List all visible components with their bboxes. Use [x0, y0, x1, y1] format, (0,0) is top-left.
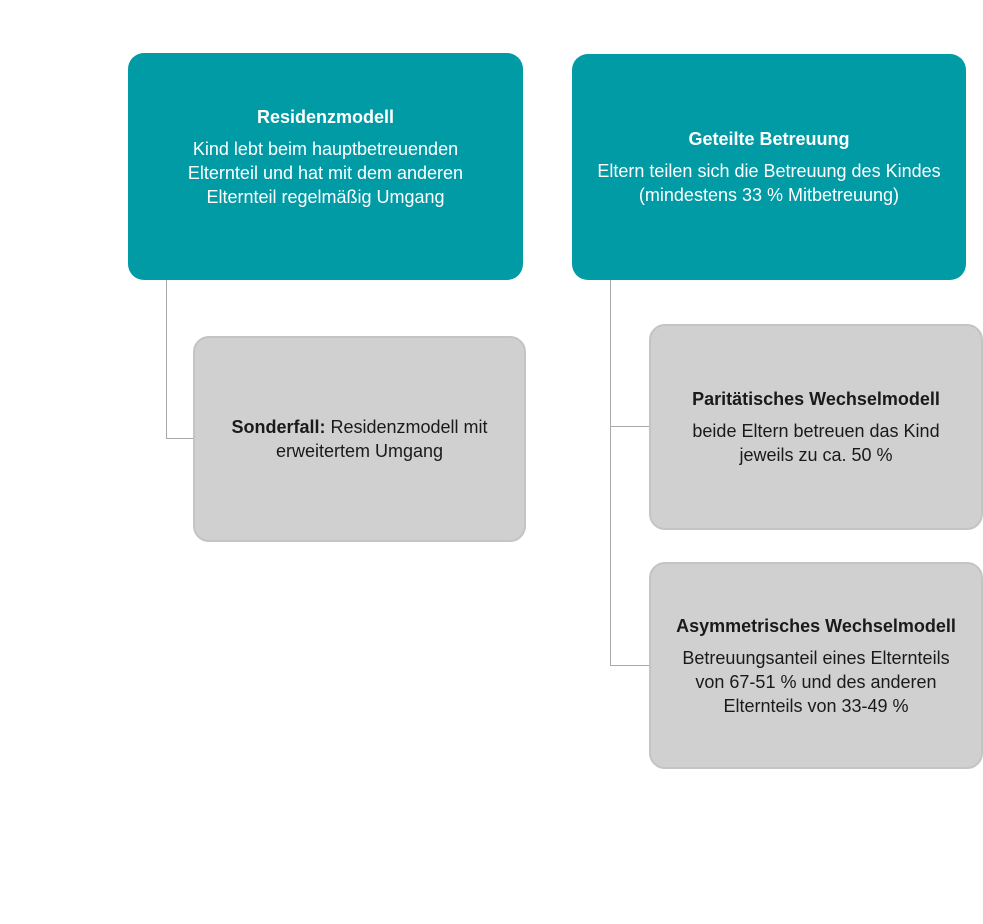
asymmetrisch-line: von 67-51 % und des anderen — [695, 671, 937, 692]
geteilte-betreuung-box: Geteilte Betreuung Eltern teilen sich di… — [572, 54, 966, 280]
connector-residenz-vertical — [166, 280, 167, 439]
geteilte-betreuung-title: Geteilte Betreuung — [688, 129, 850, 149]
geteilte-betreuung-description: Eltern teilen sich die Betreuung des Kin… — [597, 159, 940, 207]
residenzmodell-description: Kind lebt beim hauptbetreuenden Elternte… — [188, 137, 463, 209]
sonderfall-box: Sonderfall: Residenzmodell mit erweitert… — [193, 336, 526, 542]
sonderfall-label: Sonderfall: — [231, 417, 326, 437]
sonderfall-text: Residenzmodell mit — [325, 417, 488, 437]
sonderfall-line: erweitertem Umgang — [275, 441, 444, 461]
paritaetisch-box: Paritätisches Wechselmodell beide Eltern… — [649, 324, 983, 530]
paritaetisch-line: beide Eltern betreuen das Kind — [692, 421, 940, 441]
geteilte-betreuung-line: (mindestens 33 % Mitbetreuung) — [638, 185, 900, 205]
paritaetisch-title: Paritätisches Wechselmodell — [692, 389, 940, 409]
connector-asymmetrisch-horizontal — [610, 665, 650, 666]
residenzmodell-line: Elternteil und hat mit dem anderen — [187, 162, 464, 183]
paritaetisch-description: beide Eltern betreuen das Kind jeweils z… — [692, 419, 939, 467]
sonderfall-description: Sonderfall: Residenzmodell mit erweitert… — [231, 415, 487, 463]
connector-residenz-horizontal — [166, 438, 194, 439]
connector-paritaetisch-horizontal — [610, 426, 650, 427]
asymmetrisch-description: Betreuungsanteil eines Elternteils von 6… — [682, 646, 949, 718]
residenzmodell-box: Residenzmodell Kind lebt beim hauptbetre… — [128, 53, 523, 280]
paritaetisch-line: jeweils zu ca. 50 % — [739, 445, 893, 465]
sonderfall-line: Sonderfall: Residenzmodell mit — [231, 415, 487, 439]
connector-geteilt-vertical — [610, 280, 611, 666]
asymmetrisch-box: Asymmetrisches Wechselmodell Betreuungsa… — [649, 562, 983, 769]
residenzmodell-line: Elternteil regelmäßig Umgang — [206, 186, 445, 207]
geteilte-betreuung-line: Eltern teilen sich die Betreuung des Kin… — [597, 161, 941, 181]
asymmetrisch-line: Betreuungsanteil eines Elternteils — [682, 647, 950, 668]
asymmetrisch-line: Elternteils von 33-49 % — [723, 695, 909, 716]
asymmetrisch-title: Asymmetrisches Wechselmodell — [676, 615, 956, 636]
residenzmodell-title: Residenzmodell — [256, 106, 395, 127]
residenzmodell-line: Kind lebt beim hauptbetreuenden — [192, 138, 459, 159]
